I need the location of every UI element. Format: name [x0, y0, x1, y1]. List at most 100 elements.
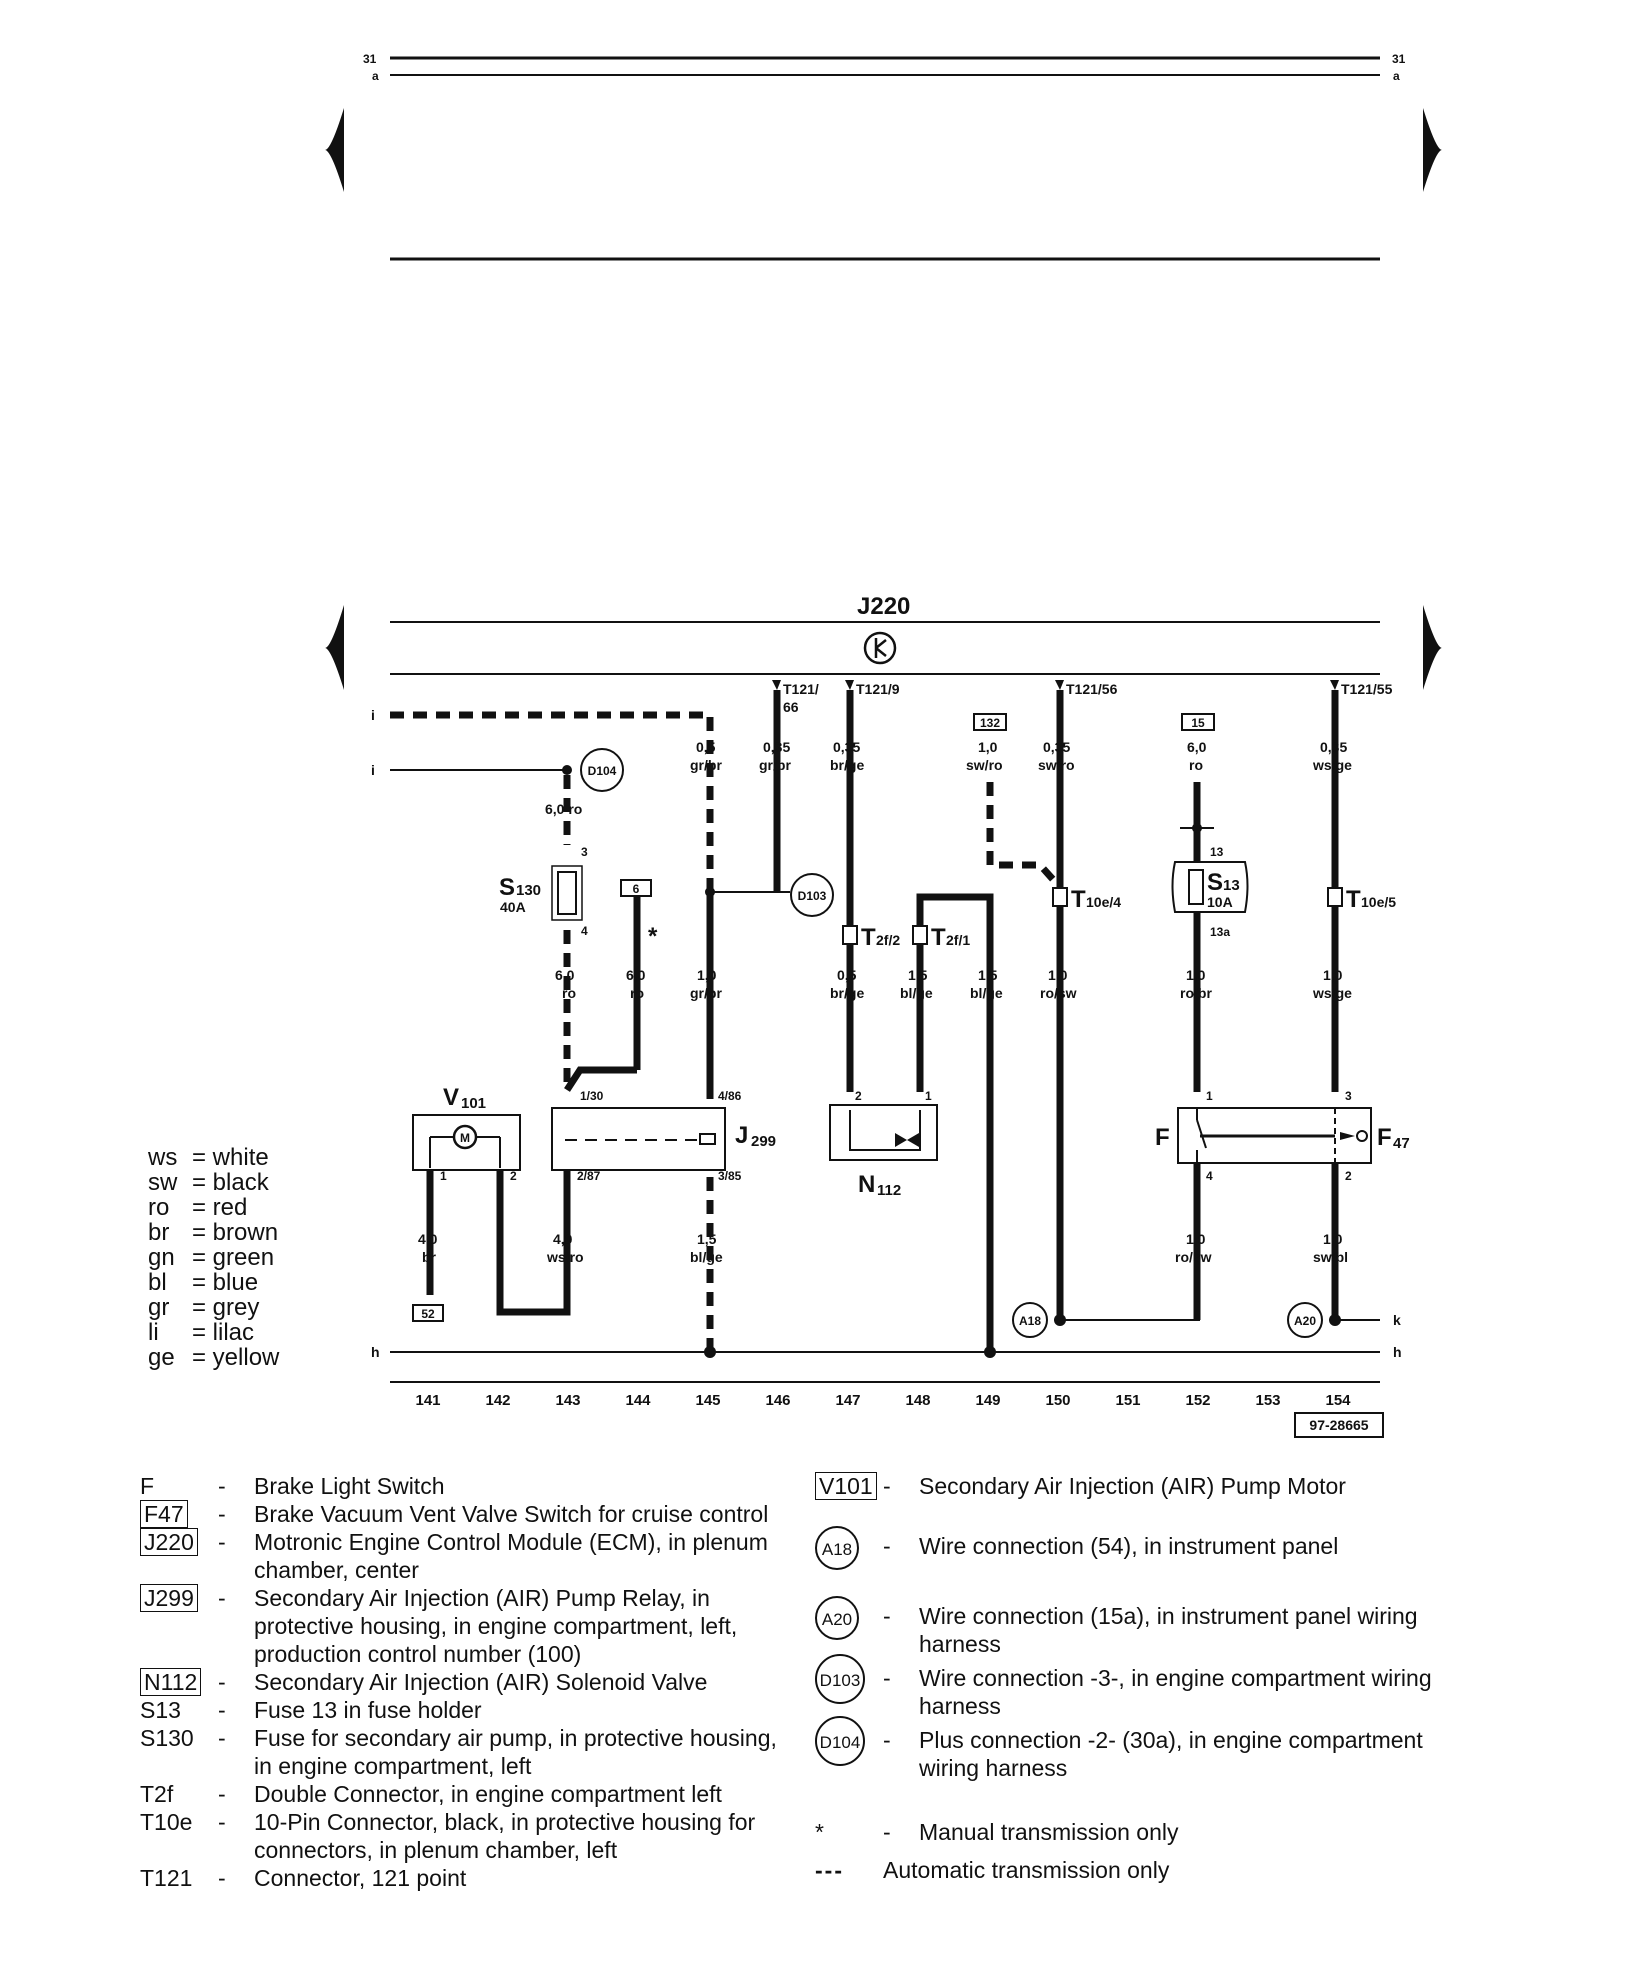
- color-code: ro: [148, 1194, 170, 1221]
- track-label-left-a: a: [372, 69, 379, 83]
- f47-pin-3: 3: [1345, 1089, 1352, 1103]
- column-number: 154: [1325, 1392, 1351, 1409]
- color-name: = white: [192, 1144, 269, 1171]
- column-number: 147: [835, 1392, 860, 1409]
- color-code: br: [148, 1219, 170, 1246]
- page-prev-arrow-top: [325, 108, 344, 192]
- box-52: 52: [421, 1307, 435, 1321]
- rail-h-left: h: [371, 1344, 380, 1360]
- legend-code: F47: [140, 1500, 218, 1528]
- legend-desc: Wire connection (15a), in instrument pan…: [919, 1603, 1418, 1657]
- wire-146-top-color: gr/br: [759, 757, 791, 773]
- color-code: sw: [148, 1169, 178, 1196]
- wire-col-150: T121/56 0,35 sw/ro T 10e/4 1,0 ro/sw A18: [1012, 680, 1200, 1338]
- f47-sub: 47: [1393, 1135, 1410, 1152]
- color-name: = blue: [192, 1269, 259, 1296]
- t10e5-label: T: [1346, 886, 1361, 913]
- legend-item: J299-Secondary Air Injection (AIR) Pump …: [140, 1584, 780, 1668]
- wire-col-148-149: T 2f/1 1,5 bl/ge 1,5 bl/ge: [900, 893, 1003, 1358]
- t2f2-label: T: [861, 924, 876, 951]
- wire-145-top-size: 0,5: [696, 739, 716, 755]
- column-number: 149: [975, 1392, 1000, 1409]
- wire-col-146: T121/ 66 0,35 gr/br D103: [759, 680, 834, 917]
- color-key-row: gn= green: [148, 1245, 279, 1270]
- legend-code: F: [140, 1473, 155, 1499]
- legend-item: ---Automatic transmission only: [815, 1856, 1435, 1884]
- column-number: 145: [695, 1392, 720, 1409]
- n112-pin-1: 1: [925, 1089, 932, 1103]
- wire-col-147: T121/9 0,35 br/ge T 2f/2 0,5 br/ge: [830, 680, 900, 1092]
- wire-154-bot-size: 1,0: [1323, 1231, 1343, 1247]
- v101-sub: 101: [461, 1095, 486, 1112]
- legend-dash: -: [883, 1727, 891, 1753]
- wire-143-mid-size: 6,0: [555, 967, 575, 983]
- wire-143-mid-color: ro: [562, 985, 576, 1001]
- track-label-right-31: 31: [1392, 52, 1406, 66]
- legend-dash: -: [218, 1725, 226, 1751]
- legend-item: T2f-Double Connector, in engine compartm…: [140, 1780, 780, 1808]
- legend-desc: Motronic Engine Control Module (ECM), in…: [254, 1529, 768, 1583]
- switch-contact-icon: [1356, 1130, 1368, 1142]
- legend-dash: -: [883, 1533, 891, 1559]
- wire-141-bot-size: 4,0: [418, 1231, 438, 1247]
- wire-141-bot-color: br: [422, 1249, 437, 1265]
- legend-dash: -: [883, 1473, 891, 1499]
- t2f1-sub: 2f/1: [946, 932, 970, 948]
- valve-n112: 2 1 N 112: [829, 1089, 938, 1199]
- v101-label: V: [443, 1084, 459, 1111]
- legend-dash: -: [883, 1819, 891, 1845]
- legend-desc: Fuse for secondary air pump, in protecti…: [254, 1725, 777, 1779]
- wire-147-top-size: 0,35: [833, 739, 860, 755]
- j299-pin-486: 4/86: [718, 1089, 742, 1103]
- wire-148-mid-size: 1,5: [908, 967, 928, 983]
- wire-150-mid-color: ro/sw: [1040, 985, 1077, 1001]
- legend-dash: -: [218, 1697, 226, 1723]
- wire-152-bot-size: 1,0: [1186, 1231, 1206, 1247]
- page-prev-arrow: [325, 605, 344, 690]
- rail-h-right: h: [1393, 1344, 1402, 1360]
- color-key-row: ws= white: [148, 1145, 279, 1170]
- legend-item: D104-Plus connection -2- (30a), in engin…: [815, 1716, 1435, 1782]
- relay-j299: J 299 1/30 4/86 2/87 3/85 4,0 ws/ro 1,5 …: [546, 1089, 776, 1265]
- wiring-diagram: 31 a 31 a J220 i i D104 6,0 ro 3 4 S 130: [325, 52, 1442, 1438]
- legend-item: A20-Wire connection (15a), in instrument…: [815, 1596, 1435, 1658]
- column-number: 146: [765, 1392, 790, 1409]
- legend-desc: Secondary Air Injection (AIR) Solenoid V…: [254, 1669, 708, 1695]
- ground-rail-h: h h: [371, 1344, 1402, 1383]
- column-number: 152: [1185, 1392, 1210, 1409]
- color-key-row: gr= grey: [148, 1295, 279, 1320]
- f-pin-4: 4: [1206, 1169, 1213, 1183]
- legend-code: T10e: [140, 1809, 193, 1835]
- legend-dash: -: [218, 1473, 226, 1499]
- wire-152-mid-color: ro/br: [1180, 985, 1212, 1001]
- wire-143-top: 6,0 ro: [545, 801, 582, 817]
- ecm-symbol-icon: [863, 631, 897, 665]
- f47-label: F: [1377, 1124, 1392, 1151]
- color-code: gr: [148, 1294, 170, 1321]
- box-15: 15: [1191, 716, 1205, 730]
- legend-item: T10e-10-Pin Connector, black, in protect…: [140, 1808, 780, 1864]
- column-number: 148: [905, 1392, 930, 1409]
- legend-item: F-Brake Light Switch: [140, 1472, 780, 1500]
- legend-code: S130: [140, 1725, 194, 1751]
- wire-149-top-color: sw/ro: [966, 757, 1003, 773]
- legend-item: J220-Motronic Engine Control Module (ECM…: [140, 1528, 780, 1584]
- wire-149-top-size: 1,0: [978, 739, 998, 755]
- legend-desc: Fuse 13 in fuse holder: [254, 1697, 482, 1723]
- f-pin-1: 1: [1206, 1089, 1213, 1103]
- color-key-row: ro= red: [148, 1195, 279, 1220]
- t10e5-sub: 10e/5: [1361, 894, 1396, 910]
- legend-code: *: [815, 1819, 824, 1845]
- t121-55: T121/55: [1341, 681, 1393, 697]
- t121-56: T121/56: [1066, 681, 1118, 697]
- s130-sub: 130: [516, 882, 541, 899]
- legend-dash: -: [218, 1865, 226, 1891]
- valve-icon: [895, 1133, 919, 1147]
- n112-label: N: [858, 1171, 875, 1198]
- legend-dash: -: [218, 1669, 226, 1695]
- ref-code-box: 97-28665: [1294, 1412, 1384, 1438]
- j299-pin-385: 3/85: [718, 1169, 742, 1183]
- color-key-row: sw= black: [148, 1170, 279, 1195]
- legend-code: J220: [140, 1528, 218, 1584]
